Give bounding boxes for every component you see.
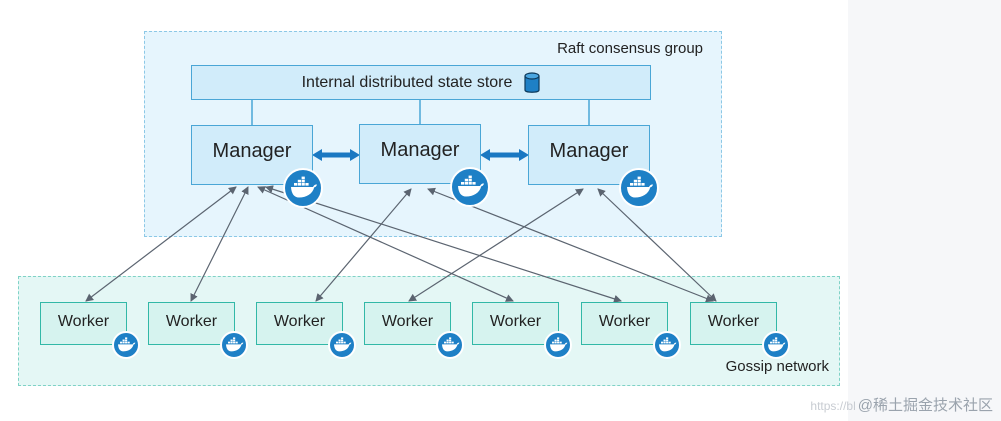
docker-whale-icon [762, 331, 790, 359]
gossip-group-label: Gossip network [725, 358, 829, 375]
database-icon [524, 71, 540, 93]
manager-label: Manager [549, 139, 629, 162]
worker-label: Worker [381, 312, 434, 330]
worker-label: Worker [273, 312, 326, 330]
manager-label: Manager [212, 139, 292, 162]
docker-whale-icon [653, 331, 681, 359]
watermark-url: https://bl [810, 399, 856, 413]
raft-group-label: Raft consensus group [557, 40, 703, 57]
docker-whale-icon [619, 168, 659, 208]
worker-label: Worker [57, 312, 110, 330]
store-label: Internal distributed state store [301, 73, 513, 91]
docker-whale-icon [544, 331, 572, 359]
watermark-text: @稀土掘金技术社区 [857, 397, 993, 414]
manager-label: Manager [380, 138, 460, 161]
docker-whale-icon [283, 168, 323, 208]
docker-whale-icon [436, 331, 464, 359]
worker-label: Worker [489, 312, 542, 330]
worker-label: Worker [165, 312, 218, 330]
worker-node-3: Worker [256, 302, 343, 345]
docker-whale-icon [220, 331, 248, 359]
distributed-state-store: Internal distributed state store [191, 65, 651, 100]
worker-label: Worker [598, 312, 651, 330]
worker-node-6: Worker [581, 302, 668, 345]
worker-label: Worker [707, 312, 760, 330]
watermark: https://bl@稀土掘金技术社区 [810, 394, 993, 415]
docker-whale-icon [112, 331, 140, 359]
right-margin-shade [848, 0, 1001, 421]
docker-whale-icon [450, 167, 490, 207]
docker-whale-icon [328, 331, 356, 359]
manager-node-1: Manager [191, 125, 313, 185]
